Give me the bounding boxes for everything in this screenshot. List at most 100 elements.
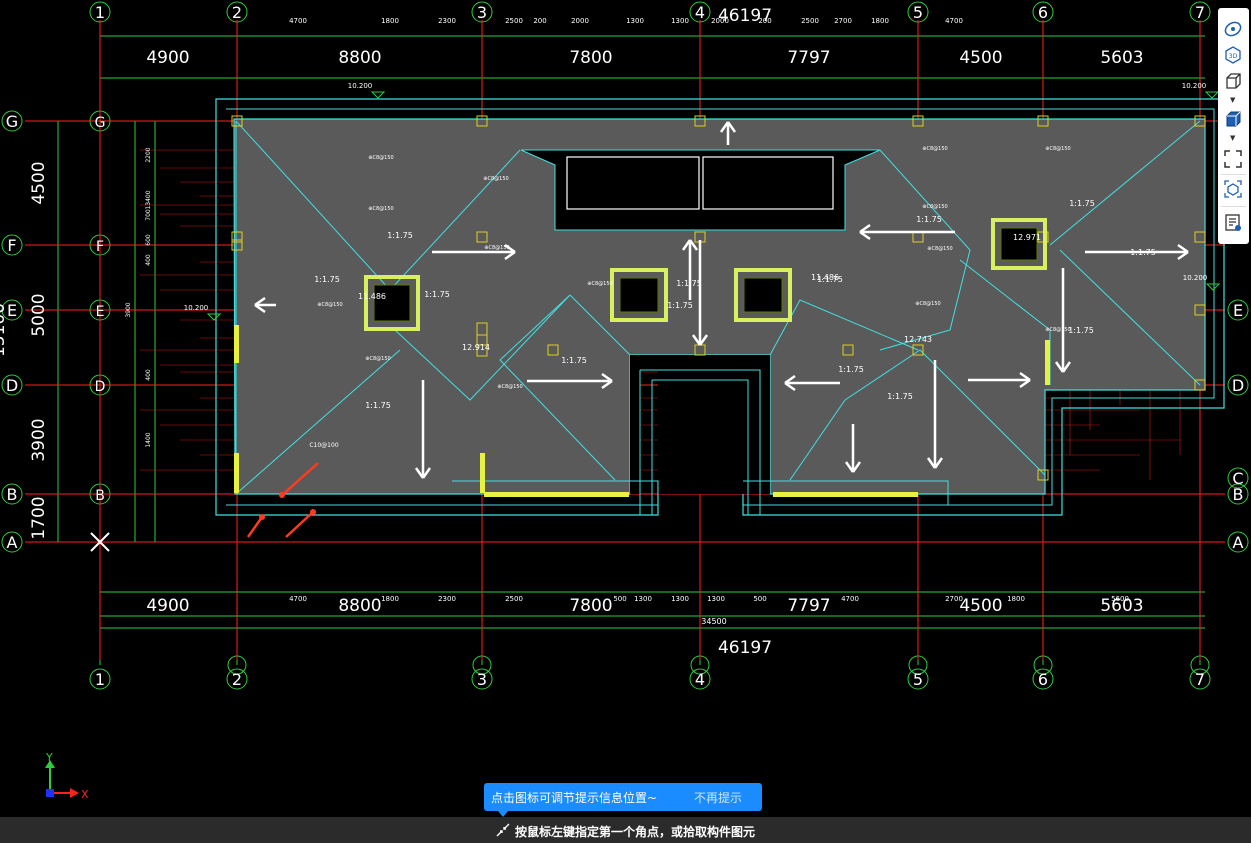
courtyard-outline	[639, 369, 761, 515]
column-marker	[231, 115, 243, 127]
highlight-arrow	[285, 511, 314, 538]
axis-label-inner: G	[95, 115, 106, 131]
slope-arrow	[527, 372, 613, 390]
span-dimension-bottom: 7797	[787, 596, 830, 616]
fine-dimension-left: 13400	[145, 190, 152, 209]
layer-list-icon[interactable]	[1221, 212, 1245, 234]
chimney-opening	[619, 277, 659, 313]
axis-label-right: E	[1233, 301, 1243, 320]
column-marker	[547, 344, 559, 356]
fine-dimension-top: 1800	[381, 17, 399, 25]
zoom-extents-icon[interactable]	[1221, 148, 1245, 170]
rebar-label: ⊕C8@150	[368, 155, 393, 161]
axis-label-right: C	[1232, 469, 1243, 488]
axis-label-top: 5	[913, 3, 923, 22]
total-dimension-left: 15100	[0, 303, 9, 357]
axis-label-left: D	[6, 376, 18, 395]
axis-label-top: 4	[695, 3, 705, 22]
axis-label-bottom: 3	[477, 670, 487, 689]
rebar-label: ⊕C8@150	[317, 302, 342, 308]
axis-label-bottom: 6	[1038, 670, 1048, 689]
rebar-label: ⊕C8@150	[915, 301, 940, 307]
ridge-height-label: 12.914	[462, 343, 490, 352]
beam-label: C10@100	[309, 442, 338, 449]
wireframe-box-icon[interactable]	[1221, 70, 1245, 92]
hip-line	[394, 294, 571, 401]
divider	[1221, 206, 1246, 207]
span-dimension-top: 8800	[338, 48, 381, 68]
slope-label: 1:1.75	[561, 356, 587, 365]
slope-label: 1:1.75	[817, 275, 843, 284]
axis-label-bottom: 4	[695, 670, 705, 689]
roof-outline-middle	[226, 108, 1215, 506]
hip-line	[569, 294, 631, 356]
axis-bubble	[1227, 531, 1249, 553]
axis-label-inner: F	[96, 239, 104, 255]
span-dimension-bottom: 8800	[338, 596, 381, 616]
axis-bubble	[1032, 668, 1054, 690]
axis-bubble	[1, 531, 23, 553]
column-marker	[842, 344, 854, 356]
chimney-outline	[991, 218, 1047, 270]
fine-dimension-bottom: 500	[753, 595, 766, 603]
rebar-label: ⊕C8@150	[922, 146, 947, 152]
ridge-height-label: 11.486	[811, 273, 839, 282]
gutter-bar	[234, 453, 239, 493]
sub-total-dimension: 34500	[701, 617, 726, 626]
axis-label-inner: D	[95, 379, 106, 395]
slope-arrow	[432, 243, 516, 261]
fine-dimension-top: 2000	[571, 17, 589, 25]
axis-label-right: B	[1233, 485, 1244, 504]
axis-label-top: 1	[95, 3, 105, 22]
column-marker	[231, 239, 243, 251]
fine-dimension-left: 2200	[145, 147, 152, 162]
skylight-frame	[566, 156, 700, 210]
ucs-x-label: X	[81, 788, 89, 801]
chevron-down-icon[interactable]: ▼	[1230, 134, 1236, 142]
column-marker	[476, 322, 488, 357]
highlight-arrowhead	[259, 514, 265, 520]
fine-dimension-bottom: 500	[613, 595, 626, 603]
slope-label: 1:1.75	[314, 275, 340, 284]
fine-dimension-top: 2500	[505, 17, 523, 25]
column-marker	[1194, 304, 1206, 316]
slope-label: 1:1.75	[667, 301, 693, 310]
highlight-arrowhead	[279, 492, 285, 498]
fine-dimension-bottom: 1800	[1007, 595, 1025, 603]
slope-label: 1:1.75	[387, 231, 413, 240]
hint-popup[interactable]: 点击图标可调节提示信息位置~ 不再提示	[484, 783, 762, 817]
fine-dimension-left: 400	[145, 254, 152, 266]
object-view-icon[interactable]	[1221, 178, 1245, 200]
ridge-height-label: 12.743	[904, 335, 932, 344]
fine-dimension-top: 200	[533, 17, 546, 25]
gutter-bar	[234, 325, 239, 363]
slope-arrow	[968, 371, 1031, 389]
hint-message: 点击图标可调节提示信息位置~	[491, 791, 658, 805]
fine-dimension-top: 2700	[834, 17, 852, 25]
hip-line	[1049, 120, 1201, 246]
rotate-view-icon[interactable]	[1221, 18, 1245, 40]
slope-arrow	[414, 380, 432, 479]
chimney-opening	[743, 277, 783, 313]
slope-arrow	[1054, 268, 1072, 373]
total-dimension-bottom: 46197	[718, 638, 772, 658]
ucs-x-arrow	[70, 788, 79, 798]
axis-bubble	[1227, 299, 1249, 321]
cursor-cross-icon	[90, 532, 110, 552]
chevron-down-icon[interactable]: ▼	[1230, 96, 1236, 104]
fine-dimension-bottom: 1300	[707, 595, 725, 603]
solid-box-icon[interactable]	[1221, 108, 1245, 130]
3d-view-icon[interactable]: 3D	[1221, 44, 1245, 66]
dont-show-again-link[interactable]: 不再提示	[694, 791, 743, 805]
column-marker	[1194, 379, 1206, 391]
fine-dimension-top: 2500	[801, 17, 819, 25]
fine-dimension-top: 4700	[289, 17, 307, 25]
axis-bubble	[1189, 668, 1211, 690]
slope-arrow	[859, 223, 955, 241]
rebar-label: ⊕C8@150	[922, 204, 947, 210]
axis-bubble	[1, 299, 23, 321]
span-dimension-top: 4500	[959, 48, 1002, 68]
pick-corner-icon	[496, 823, 510, 837]
axis-label-top: 7	[1195, 3, 1205, 22]
